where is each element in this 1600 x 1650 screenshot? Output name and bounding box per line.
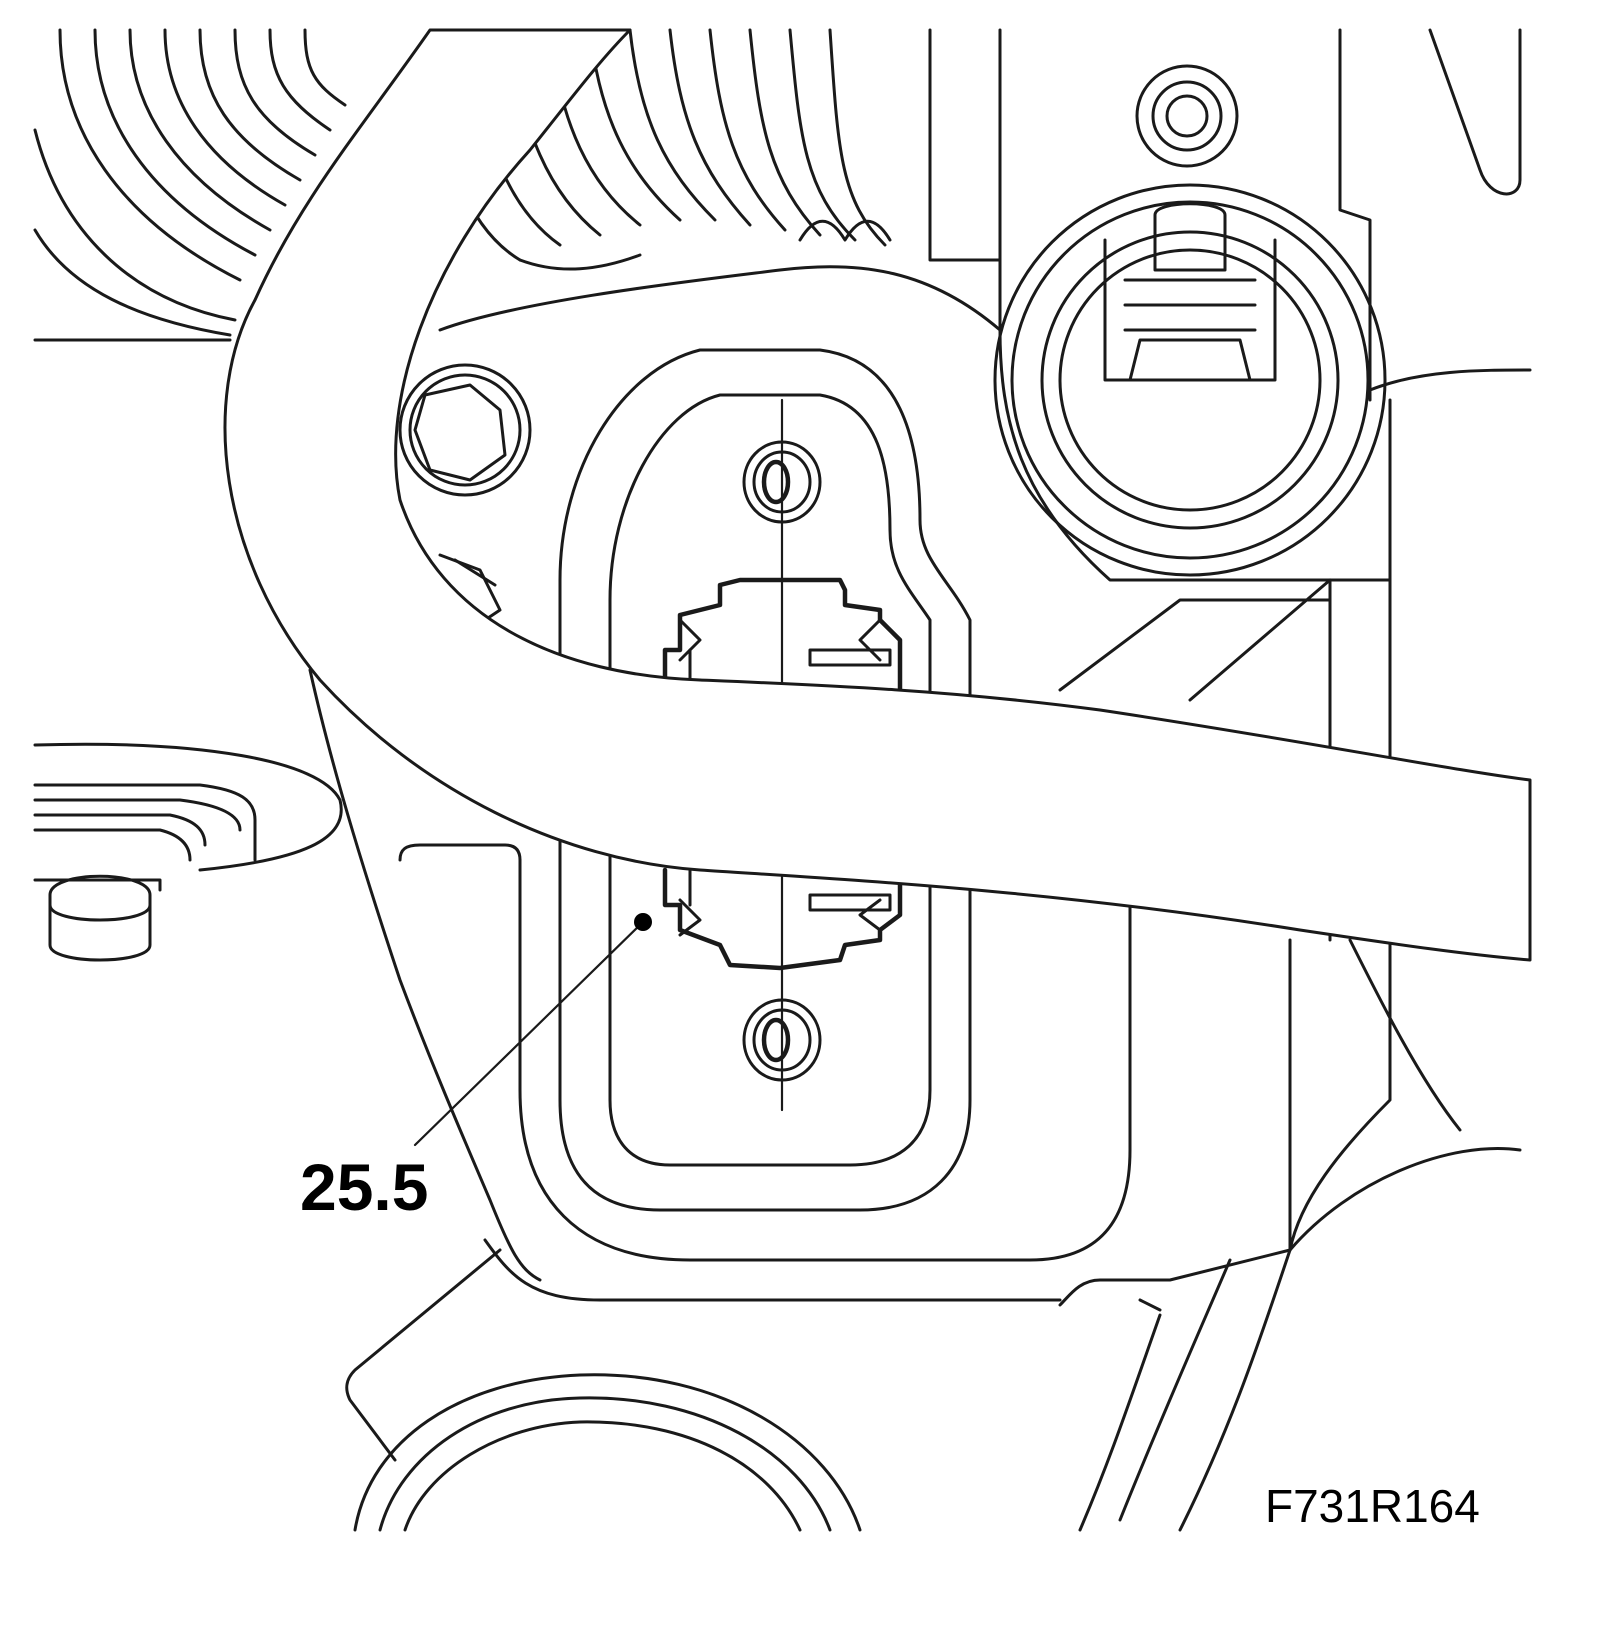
top-washer [1135, 64, 1239, 168]
right-stud-assembly [993, 28, 1532, 577]
lower-mount-stud [742, 998, 822, 1082]
lower-housing [345, 1248, 1292, 1532]
upper-mount-stud [742, 440, 822, 524]
bushing-upper [662, 577, 903, 693]
callout-label: 25.5 [300, 1150, 428, 1224]
tool-bar [223, 28, 1532, 1282]
upper-bracket [928, 28, 1372, 402]
left-flange-stack [33, 742, 343, 962]
callout-leader [413, 913, 652, 1147]
mount-housing [438, 265, 1522, 1307]
figure-id: F731R164 [1265, 1480, 1480, 1532]
upper-left-pulley [33, 28, 347, 342]
bushing-lower [662, 867, 903, 971]
lower-pulley [353, 1373, 862, 1532]
